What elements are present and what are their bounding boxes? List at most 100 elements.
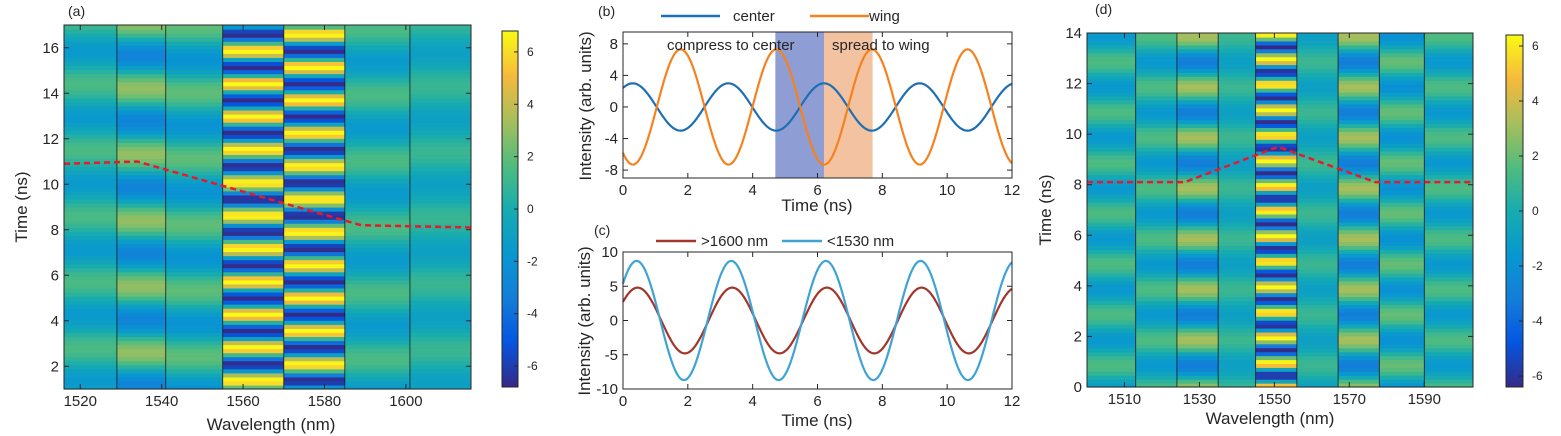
a-heatmap-cell <box>116 105 167 111</box>
a-heatmap-cell <box>344 182 411 188</box>
a-heatmap-cell <box>64 211 118 216</box>
d-heatmap-cell <box>1087 265 1137 270</box>
a-heatmap-cell <box>409 178 472 184</box>
a-heatmap-cell <box>116 215 167 220</box>
a-y-tick-label: 10 <box>42 176 59 193</box>
d-heatmap-cell <box>1255 166 1298 172</box>
d-heatmap-cell <box>1218 269 1257 274</box>
c-x-tick-label: 10 <box>939 393 956 410</box>
d-heatmap-cell <box>1379 186 1425 191</box>
panel-b-compress-label: compress to center <box>667 37 795 54</box>
a-heatmap-cell <box>64 295 118 301</box>
d-heatmap-cell <box>1087 119 1137 125</box>
d-heatmap-cell <box>1176 147 1219 152</box>
d-heatmap-cell <box>1255 269 1298 274</box>
a-heatmap-cell <box>64 267 118 273</box>
a-heatmap-cell <box>116 320 167 325</box>
d-heatmap-cell <box>1176 265 1219 270</box>
d-heatmap-cell <box>1218 119 1257 125</box>
d-heatmap-cell <box>1255 245 1298 250</box>
a-heatmap-cell <box>409 211 472 216</box>
a-heatmap-cell <box>64 57 118 62</box>
a-colorbar-tick-label: -4 <box>527 307 538 321</box>
d-heatmap-cell <box>1338 233 1380 239</box>
d-heatmap-cell <box>1255 36 1298 42</box>
a-heatmap-cell <box>283 243 346 249</box>
d-heatmap-cell <box>1424 292 1474 298</box>
a-heatmap-cell <box>283 146 346 151</box>
d-heatmap-cell <box>1338 221 1380 227</box>
a-heatmap-cell <box>116 300 167 305</box>
d-heatmap-cell <box>1379 166 1425 172</box>
d-heatmap-cell <box>1135 40 1178 46</box>
d-heatmap-cell <box>1176 339 1219 345</box>
d-heatmap-cell <box>1135 229 1178 235</box>
a-heatmap-cell <box>409 198 472 204</box>
d-heatmap-cell <box>1379 237 1425 243</box>
a-heatmap-cell <box>116 166 167 172</box>
d-heatmap-cell <box>1087 48 1137 54</box>
a-heatmap-cell <box>64 202 118 208</box>
d-heatmap-cell <box>1424 210 1474 215</box>
a-heatmap-cell <box>64 255 118 261</box>
a-heatmap-cell <box>409 122 472 127</box>
a-heatmap-cell <box>344 97 411 103</box>
a-heatmap-cell <box>283 158 346 164</box>
d-heatmap-cell <box>1379 107 1425 113</box>
a-heatmap-cell <box>222 134 285 139</box>
a-heatmap-cell <box>409 53 472 58</box>
d-heatmap-cell <box>1255 103 1298 109</box>
d-heatmap-cell <box>1087 56 1137 62</box>
d-heatmap-cell <box>1338 123 1380 128</box>
a-heatmap-cell <box>283 45 346 50</box>
d-heatmap-cell <box>1338 76 1380 81</box>
d-heatmap-cell <box>1255 229 1298 235</box>
a-heatmap-cell <box>165 45 224 50</box>
d-heatmap-cell <box>1338 107 1380 113</box>
d-y-tick-label: 12 <box>1065 76 1082 93</box>
d-heatmap-cell <box>1087 383 1137 388</box>
a-heatmap-cell <box>222 324 285 329</box>
a-heatmap-cell <box>116 263 167 269</box>
d-heatmap-cell <box>1135 111 1178 117</box>
panel-b-ylabel: Intensity (arb. units) <box>576 31 595 180</box>
a-heatmap-cell <box>344 45 411 50</box>
d-heatmap-cell <box>1379 135 1425 140</box>
a-heatmap-cell <box>344 89 411 95</box>
a-heatmap-cell <box>344 283 411 289</box>
a-heatmap-cell <box>64 324 118 329</box>
a-heatmap-cell <box>116 348 167 354</box>
d-heatmap-cell <box>1255 111 1298 117</box>
a-heatmap-cell <box>344 320 411 325</box>
a-heatmap-cell <box>116 247 167 253</box>
d-heatmap-cell <box>1379 68 1425 73</box>
d-heatmap-cell <box>1296 194 1339 199</box>
a-colorbar-tick-label: 4 <box>527 97 534 111</box>
d-heatmap-cell <box>1255 371 1298 376</box>
d-heatmap-cell <box>1338 72 1380 77</box>
a-heatmap-cell <box>283 49 346 54</box>
a-heatmap-cell <box>116 291 167 297</box>
a-heatmap-cell <box>222 336 285 342</box>
d-heatmap-cell <box>1135 359 1178 364</box>
d-heatmap-cell <box>1135 92 1178 97</box>
a-heatmap-cell <box>64 300 118 305</box>
a-heatmap-cell <box>165 312 224 317</box>
d-heatmap-cell <box>1338 151 1380 156</box>
a-heatmap-cell <box>165 259 224 265</box>
a-heatmap-cell <box>283 57 346 62</box>
b-y-tick-label: -8 <box>605 162 618 179</box>
d-y-tick-label: 10 <box>1065 126 1082 143</box>
d-heatmap-cell <box>1255 135 1298 140</box>
a-heatmap-cell <box>222 271 285 277</box>
d-heatmap-cell <box>1218 52 1257 58</box>
a-heatmap-cell <box>283 211 346 216</box>
d-heatmap-cell <box>1424 312 1474 317</box>
panel-a-xlabel: Wavelength (nm) <box>207 415 336 434</box>
d-heatmap-cell <box>1135 123 1178 128</box>
d-heatmap-cell <box>1255 383 1298 388</box>
a-heatmap-cell <box>222 320 285 325</box>
d-heatmap-cell <box>1218 335 1257 341</box>
d-heatmap-cell <box>1087 123 1137 128</box>
a-heatmap-cell <box>344 25 411 30</box>
